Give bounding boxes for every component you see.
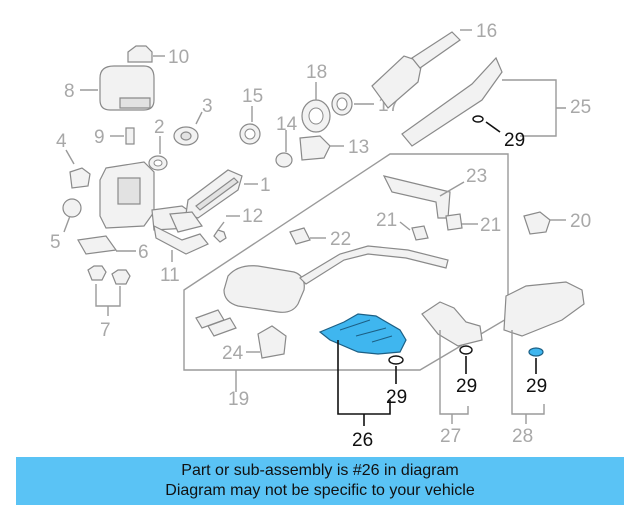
callout-13: 13 [348, 137, 369, 158]
part-17-gasket [331, 92, 374, 116]
part-18-flange [301, 82, 331, 133]
banner-line-1: Part or sub-assembly is #26 in diagram [181, 462, 459, 479]
callout-5: 5 [50, 232, 61, 253]
callout-11: 11 [160, 265, 180, 286]
part-1-front-pipe [169, 169, 258, 233]
part-6-plate [77, 235, 136, 255]
callout-29-d: 29 [526, 376, 547, 397]
part-16-mid-pipe [371, 29, 472, 109]
callout-14: 14 [276, 114, 298, 135]
callout-12: 12 [242, 206, 263, 227]
part-13-clamp [299, 135, 344, 161]
callout-19: 19 [228, 389, 249, 410]
callout-1: 1 [260, 175, 271, 196]
part-15-gasket [239, 106, 261, 145]
part-27-shield [421, 301, 483, 424]
part-7-nuts [87, 265, 131, 316]
callout-6: 6 [138, 242, 149, 263]
part-28-shield [503, 281, 585, 424]
banner-line-2: Diagram may not be specific to your vehi… [165, 482, 475, 499]
part-muffler [195, 245, 449, 337]
callout-29-c: 29 [456, 376, 477, 397]
callout-9: 9 [94, 127, 105, 148]
part-14-clamp [275, 130, 293, 168]
callout-16: 16 [476, 21, 497, 42]
part-5-grommet [62, 198, 82, 233]
callout-26: 26 [352, 430, 373, 451]
callout-22: 22 [330, 229, 351, 250]
part-21-hanger-b [445, 213, 478, 231]
callout-25: 25 [570, 97, 591, 118]
callout-2: 2 [154, 117, 165, 138]
callout-21-a: 21 [376, 210, 397, 231]
callout-15: 15 [242, 86, 263, 107]
callout-20: 20 [570, 211, 591, 232]
callout-29-b: 29 [386, 387, 407, 408]
part-2-gasket [148, 136, 168, 171]
part-23-bracket [382, 175, 465, 219]
callout-10: 10 [168, 47, 189, 68]
part-11-flex-pipe [153, 224, 209, 262]
callout-24: 24 [222, 343, 244, 364]
callout-27: 27 [440, 426, 461, 447]
info-banner: Part or sub-assembly is #26 in diagram D… [16, 457, 624, 505]
bracket-26 [337, 340, 391, 426]
part-24-bracket [246, 325, 287, 359]
callout-4: 4 [56, 131, 67, 152]
callout-18: 18 [306, 62, 327, 83]
part-21-hanger-a [399, 221, 429, 241]
part-10-nut [127, 45, 165, 63]
callout-28: 28 [512, 426, 533, 447]
part-26-heat-shield [318, 313, 407, 384]
part-8-actuator [80, 65, 155, 111]
part-20-sensor [523, 211, 566, 235]
callout-8: 8 [64, 81, 75, 102]
part-25-heat-shield [401, 56, 566, 147]
part-12-bolt [213, 215, 240, 243]
part-9-stud [110, 127, 135, 145]
part-22-hanger [289, 227, 326, 245]
callout-7: 7 [100, 320, 111, 341]
part-3-flange [173, 111, 203, 146]
callout-3: 3 [202, 96, 213, 117]
part-29-ring-a [472, 115, 501, 133]
callout-23: 23 [466, 166, 487, 187]
callout-21-b: 21 [480, 215, 501, 236]
part-4-shield [65, 149, 91, 189]
callout-29-a: 29 [504, 130, 525, 151]
